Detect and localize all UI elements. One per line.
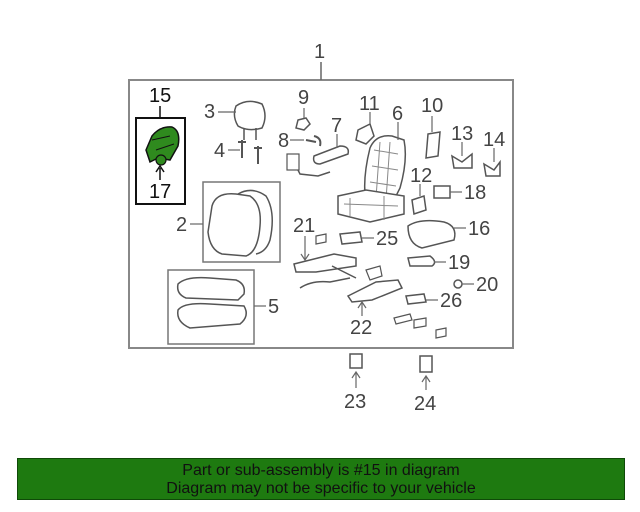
part-13-cover[interactable] (450, 152, 473, 169)
callout-21: 21 (293, 215, 315, 237)
part-19-handle[interactable] (407, 255, 436, 267)
part-21-seat-track[interactable] (293, 253, 357, 273)
callout-19: 19 (448, 252, 470, 274)
subassembly-box-2 (202, 181, 281, 263)
info-banner: Part or sub-assembly is #15 in diagram D… (17, 458, 625, 500)
seatback-pad (237, 189, 273, 255)
callout-4: 4 (214, 140, 225, 162)
part-14-cover[interactable] (482, 159, 501, 177)
small-parts (393, 313, 447, 339)
small-part (315, 233, 327, 245)
callout-14: 14 (483, 129, 505, 151)
track-bracket (365, 265, 383, 281)
callout-5: 5 (268, 296, 279, 318)
callout-9: 9 (298, 87, 309, 109)
part-22-seat-track[interactable] (346, 279, 404, 303)
leader-arrow-22 (357, 300, 367, 316)
part-2-seatback-cover[interactable] (207, 193, 262, 257)
headrest-stays (243, 128, 257, 140)
part-8-bolt[interactable] (305, 135, 322, 147)
callout-13: 13 (451, 123, 473, 145)
part-11-bracket[interactable] (355, 122, 375, 145)
part-3-headrest[interactable] (233, 100, 266, 131)
leader-arrow-21 (300, 236, 310, 262)
part-17-screw[interactable] (155, 154, 167, 166)
banner-line-1: Part or sub-assembly is #15 in diagram (182, 462, 460, 479)
part-24-clip[interactable] (419, 355, 433, 373)
part-26-bracket[interactable] (405, 293, 427, 305)
callout-6: 6 (392, 103, 403, 125)
callout-23: 23 (344, 391, 366, 413)
leader-arrow-24 (421, 374, 431, 390)
part-16-side-shield[interactable] (407, 219, 456, 249)
part-4-headrest-guide[interactable] (238, 140, 262, 164)
callout-20: 20 (476, 274, 498, 296)
callout-3: 3 (204, 101, 215, 123)
callout-25: 25 (376, 228, 398, 250)
part-10-cover[interactable] (425, 131, 441, 159)
cushion-pad (177, 302, 247, 329)
part-5-cushion-cover[interactable] (176, 276, 246, 301)
callout-15: 15 (149, 85, 171, 107)
part-18-pad[interactable] (433, 185, 451, 199)
part-12-clip[interactable] (411, 195, 427, 215)
callout-22: 22 (350, 317, 372, 339)
part-23-clip[interactable] (349, 353, 363, 369)
callout-11: 11 (359, 93, 380, 115)
part-20-clip[interactable] (453, 279, 463, 289)
callout-16: 16 (468, 218, 490, 240)
leader-arrow-23 (351, 370, 361, 388)
callout-7: 7 (331, 115, 342, 137)
callout-26: 26 (440, 290, 462, 312)
callout-1: 1 (314, 41, 325, 63)
banner-line-2: Diagram may not be specific to your vehi… (166, 480, 476, 497)
parts-diagram: 1 2 3 4 5 6 7 8 9 10 11 12 13 14 15 16 1… (128, 41, 514, 415)
part-25-bracket[interactable] (339, 231, 363, 245)
callout-17: 17 (149, 181, 171, 203)
callout-24: 24 (414, 393, 436, 415)
callout-2: 2 (176, 214, 187, 236)
callout-18: 18 (464, 182, 486, 204)
part-7-lumbar-lever[interactable] (312, 145, 350, 165)
track-rod (299, 265, 357, 289)
callout-8: 8 (278, 130, 289, 152)
part-15-armrest[interactable] (145, 126, 180, 164)
callout-10: 10 (421, 95, 443, 117)
callout-12: 12 (410, 165, 432, 187)
part-9-nut[interactable] (295, 117, 311, 131)
part-6-seatback-frame[interactable] (337, 135, 407, 223)
cable-clip (286, 153, 300, 171)
arrow-17 (155, 164, 165, 180)
subassembly-box-5 (167, 269, 255, 345)
